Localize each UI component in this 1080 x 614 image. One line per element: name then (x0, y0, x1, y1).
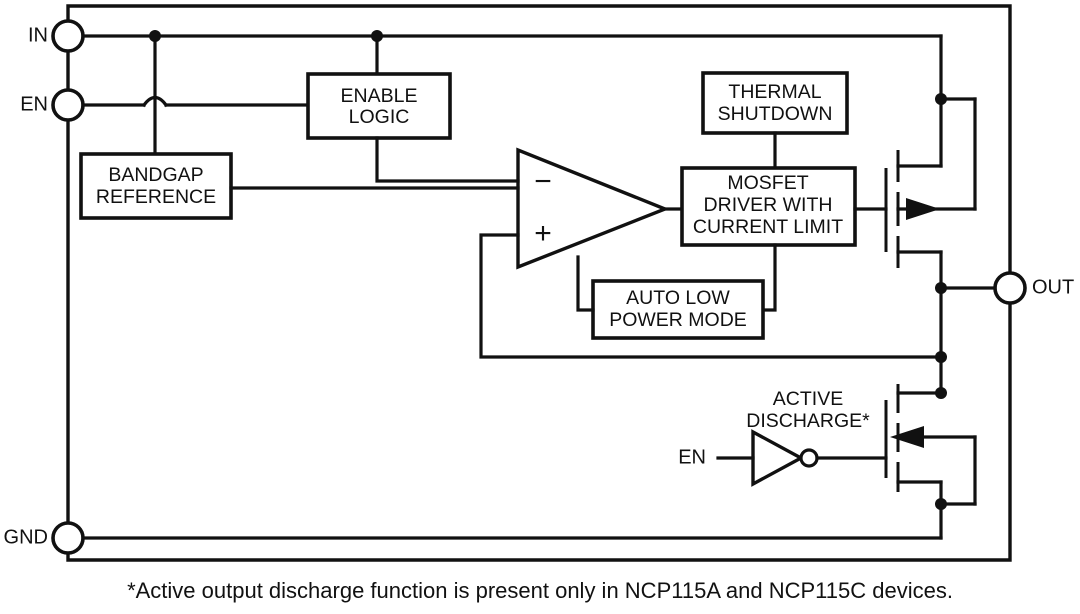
pin-en: EN (20, 88, 85, 122)
amplifier-minus-label: − (534, 165, 552, 198)
discharge-en-text: EN (678, 446, 706, 468)
enable-logic-line-1: ENABLE (341, 85, 418, 107)
discharge-mosfet-arrow (890, 426, 924, 448)
block-mosfet-driver: MOSFET DRIVER WITH CURRENT LIMIT (680, 166, 857, 247)
pin-en-label: EN (20, 93, 48, 115)
driver-to-alpm-wire (761, 243, 777, 312)
junction-discharge-source-bulk (935, 498, 947, 510)
driver-line-2: DRIVER WITH (704, 194, 833, 216)
active-discharge-line-2: DISCHARGE* (746, 410, 870, 432)
enable-logic-line-2: LOGIC (349, 106, 410, 128)
discharge-mosfet (884, 384, 977, 540)
junction-out (935, 282, 947, 294)
amplifier-plus-label: + (534, 217, 552, 250)
en-rail-wires (81, 95, 310, 108)
pin-out-label: OUT (1032, 276, 1074, 298)
inverter-gate (716, 429, 888, 487)
active-discharge-line-1: ACTIVE (773, 388, 843, 410)
block-auto-low-power-mode: AUTO LOW POWER MODE (591, 279, 765, 340)
out-node-wires (935, 282, 997, 395)
pin-in: IN (28, 19, 85, 53)
alpm-to-amplifier-wire (576, 255, 595, 312)
device-boundary (66, 4, 1012, 562)
bandgap-line-1: BANDGAP (108, 164, 203, 186)
pin-out: OUT (993, 271, 1074, 305)
thermal-line-1: THERMAL (728, 81, 821, 103)
alpm-line-2: POWER MODE (609, 309, 747, 331)
thermal-line-2: SHUTDOWN (718, 103, 833, 125)
discharge-en-label: EN (678, 446, 706, 468)
pin-in-label: IN (28, 24, 48, 46)
figure-caption: *Active output discharge function is pre… (127, 578, 953, 603)
alpm-line-1: AUTO LOW (626, 287, 730, 309)
pass-mosfet (884, 93, 977, 290)
pin-gnd: GND (4, 521, 85, 555)
block-bandgap-reference: BANDGAP REFERENCE (79, 152, 233, 220)
driver-line-1: MOSFET (727, 172, 808, 194)
junction-in-bandgap (149, 30, 161, 42)
active-discharge-label: ACTIVE DISCHARGE* (746, 388, 870, 432)
enable-logic-output-wire (375, 136, 520, 183)
driver-line-3: CURRENT LIMIT (693, 216, 843, 238)
error-amplifier: − + (516, 147, 670, 270)
junction-in-enable (371, 30, 383, 42)
bandgap-line-2: REFERENCE (96, 186, 216, 208)
pin-gnd-label: GND (4, 526, 48, 548)
pass-mosfet-arrow (906, 198, 940, 220)
junction-pass-source-bulk (935, 93, 947, 105)
block-thermal-shutdown: THERMAL SHUTDOWN (701, 71, 849, 135)
in-rail-wires (81, 30, 943, 156)
junction-discharge-drain (935, 387, 947, 399)
block-enable-logic: ENABLE LOGIC (306, 72, 452, 140)
